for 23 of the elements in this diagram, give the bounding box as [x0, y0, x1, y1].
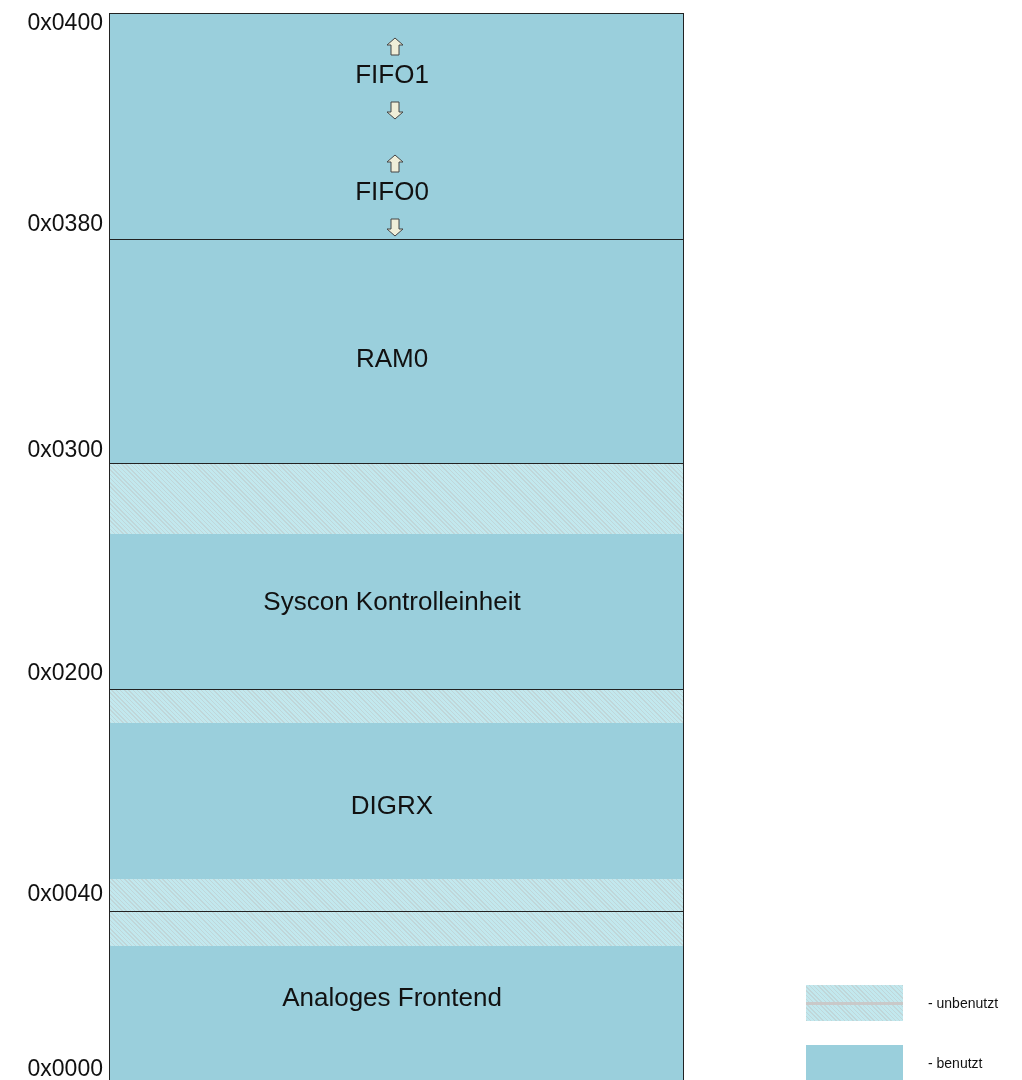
- memory-region: [109, 13, 684, 239]
- address-label: 0x0400: [27, 9, 103, 36]
- memory-region: [109, 239, 684, 463]
- unused-band: [110, 912, 683, 946]
- legend-label: - benutzt: [928, 1055, 983, 1071]
- address-label: 0x0300: [27, 436, 103, 463]
- address-label: 0x0380: [27, 210, 103, 237]
- memory-region: [109, 463, 684, 689]
- address-label: 0x0000: [27, 1055, 103, 1080]
- legend-label: - unbenutzt: [928, 995, 999, 1011]
- region-label: RAM0: [355, 342, 429, 374]
- address-label: 0x0040: [27, 880, 103, 907]
- region-label: Syscon Kontrolleinheit: [263, 585, 521, 617]
- unused-band: [110, 690, 683, 723]
- unused-band: [110, 464, 683, 534]
- memory-region: [109, 911, 684, 1080]
- region-label: Analoges Frontend: [282, 981, 502, 1013]
- unused-band: [110, 879, 683, 912]
- region-label: FIFO0: [355, 175, 429, 207]
- region-label: DIGRX: [350, 789, 434, 821]
- memory-region: [109, 689, 684, 911]
- region-label: FIFO1: [355, 58, 429, 90]
- address-label: 0x0200: [27, 659, 103, 686]
